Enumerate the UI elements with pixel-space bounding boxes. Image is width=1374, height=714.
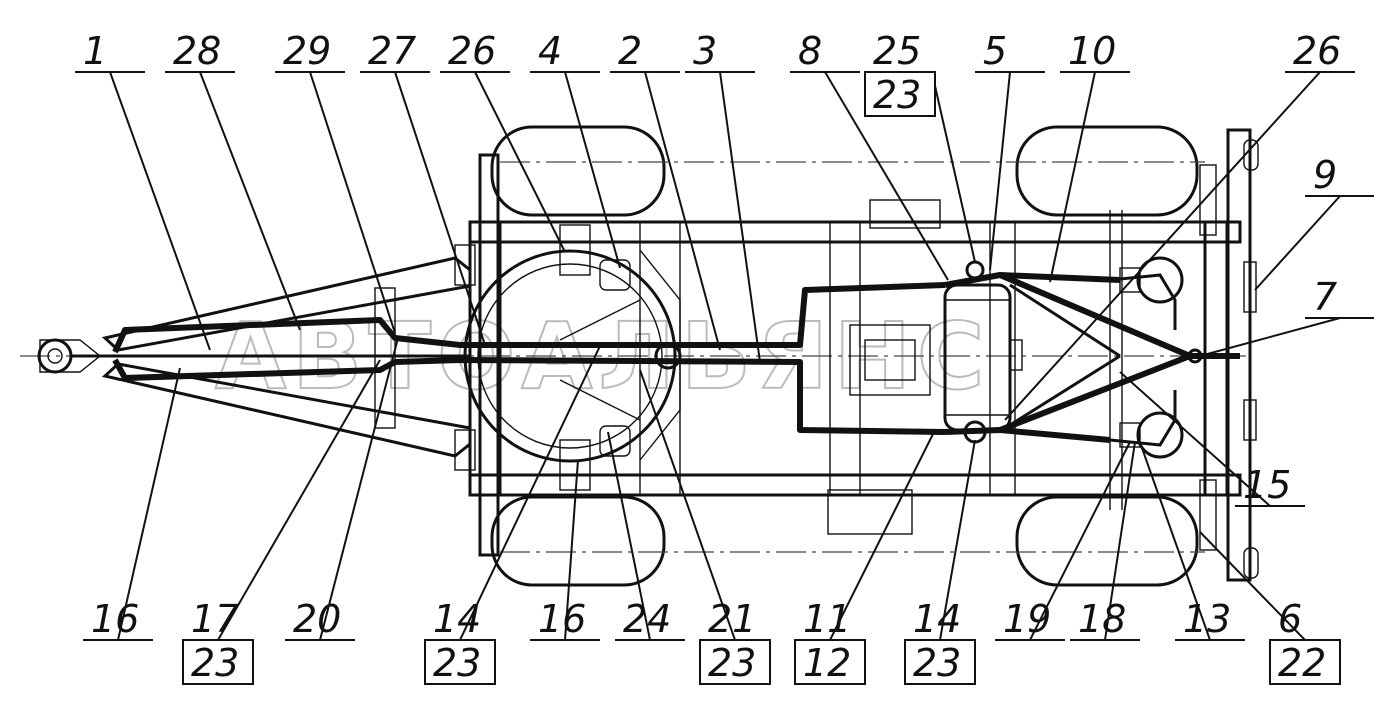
top-label-7: 3 [693,29,717,73]
top-label-9: 25 [873,29,921,73]
top-label-0: 1 [83,29,107,73]
bottom-label-3-den: 23 [433,641,481,685]
bottom-label-11: 13 [1183,597,1231,641]
turntable [463,249,677,463]
bottom-label-10: 18 [1078,597,1126,641]
top-label-4: 26 [448,29,496,73]
bottom-label-12-den: 22 [1278,641,1326,685]
bottom-label-5: 24 [623,597,671,641]
bottom-label-7-den: 12 [803,641,851,685]
drawbar [37,244,476,471]
top-label-8: 8 [798,29,822,73]
top-label-3: 27 [368,29,416,73]
bottom-label-12: 6 [1278,597,1302,641]
top-label-9-den: 23 [873,73,921,117]
bottom-label-6: 21 [708,597,756,641]
bottom-label-2: 20 [293,597,341,641]
rear-brake-chambers [1119,256,1203,459]
top-label-12: 26 [1293,29,1341,73]
leader-lines [109,71,1341,641]
top-label-2: 29 [283,29,331,73]
top-label-10: 5 [983,29,1007,73]
bottom-label-4: 16 [538,597,586,641]
bottom-label-1-den: 23 [191,641,239,685]
bottom-label-7: 11 [803,597,851,641]
right-label-1: 7 [1313,275,1337,319]
front-axle-assembly [463,224,682,491]
bottom-label-1: 17 [191,597,239,641]
brake-lines [112,272,1240,447]
centre-components [849,260,1023,444]
rear-left-wheel [1015,125,1199,217]
top-label-1: 28 [173,29,221,73]
top-label-6: 2 [618,29,642,73]
rear-right-wheel [1015,495,1199,587]
front-right-wheel [490,495,666,587]
top-label-11: 10 [1068,29,1116,73]
right-label-0: 9 [1313,153,1337,197]
bottom-label-6-den: 23 [708,641,756,685]
top-label-5: 4 [538,29,562,73]
right-label-2: 15 [1243,463,1291,507]
bottom-label-3: 14 [433,597,481,641]
bottom-label-9: 19 [1003,597,1051,641]
bottom-label-0: 16 [91,597,139,641]
front-left-wheel [490,125,666,217]
bottom-label-8: 14 [913,597,961,641]
bottom-label-8-den: 23 [913,641,961,685]
